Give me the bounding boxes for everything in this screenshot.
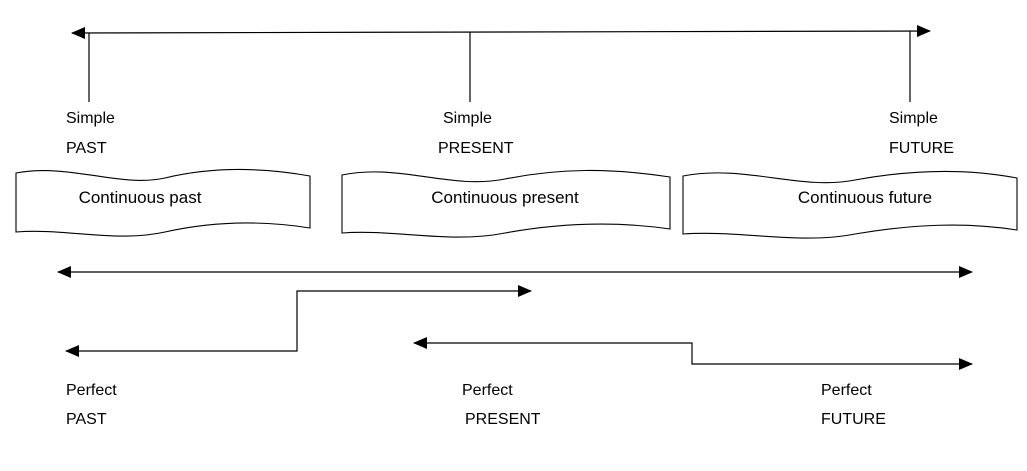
continuous-past-box	[15, 168, 311, 237]
simple-present-label-line1: Simple	[443, 110, 492, 127]
simple-past-label-line1: Simple	[66, 110, 115, 127]
simple-future-label-line2: FUTURE	[889, 140, 954, 157]
simple-present-label-line2: PRESENT	[438, 140, 514, 157]
continuous-future-label: Continuous future	[797, 188, 933, 207]
perfect-present-label-line1: Perfect	[462, 382, 513, 399]
perfect-future-label-line1: Perfect	[821, 382, 872, 399]
continuous-present-label: Continuous present	[431, 188, 579, 207]
perfect-past-label-line2: PAST	[66, 411, 107, 428]
simple-past-label-line2: PAST	[66, 140, 107, 157]
simple-future-label-line1: Simple	[889, 110, 938, 127]
perfect-past-present-arrow	[65, 285, 532, 357]
continuous-past-label: Continuous past	[78, 188, 202, 207]
simple-timeline-arrow	[71, 25, 931, 39]
continuous-present-box	[341, 169, 671, 238]
perfect-present-future-arrow	[413, 337, 973, 370]
perfect-past-label-line1: Perfect	[66, 382, 117, 399]
perfect-future-label-line2: FUTURE	[821, 411, 886, 428]
perfect-present-label-line2: PRESENT	[465, 411, 541, 428]
continuous-future-box	[682, 170, 1018, 239]
